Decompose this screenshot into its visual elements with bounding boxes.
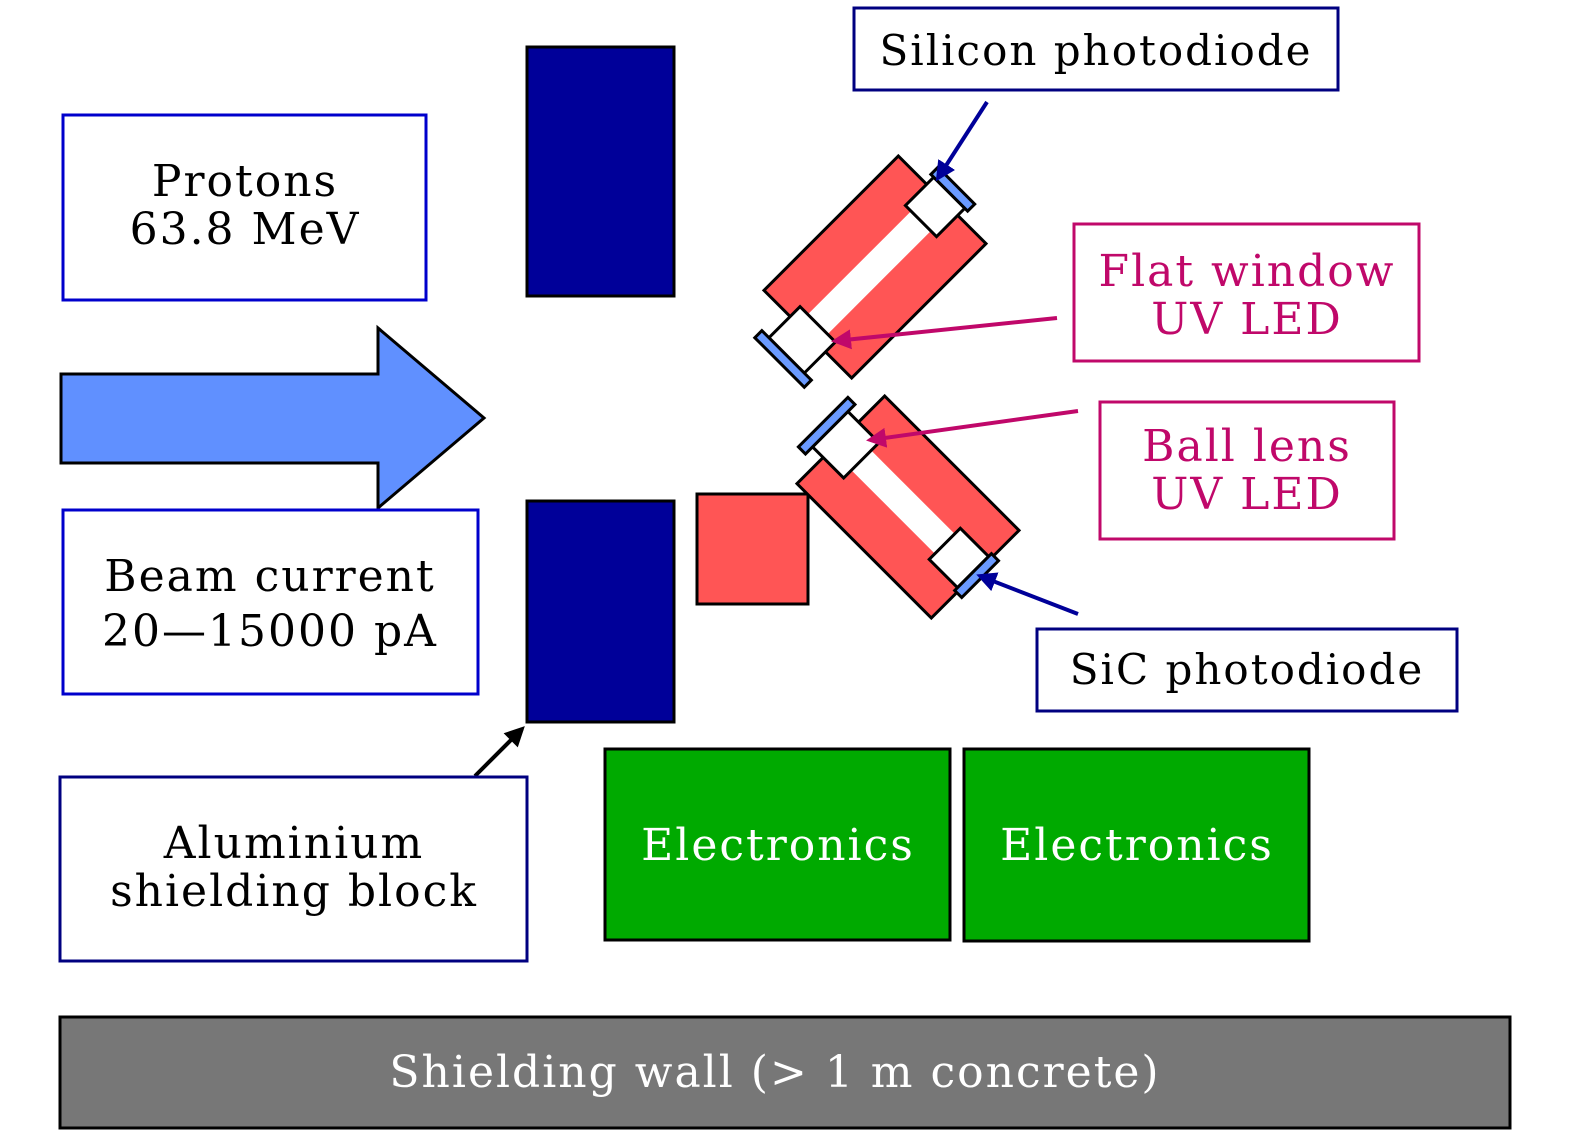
proton-beam-arrow <box>59 324 487 512</box>
protons-label-box: Protons 63.8 MeV <box>61 113 428 302</box>
ball-lens-led-label-line2: UV LED <box>1151 469 1342 520</box>
beam-current-value: 20—15000 pA <box>102 606 438 657</box>
ball-lens-led-label-box: Ball lens UV LED <box>1098 400 1396 541</box>
sic-photodiode-pointer-arrow <box>976 572 1079 616</box>
aluminium-label-line1: Aluminium <box>163 818 424 869</box>
beam-current-label-box: Beam current 20—15000 pA <box>61 508 480 696</box>
ball-lens-led-holder <box>794 393 1022 621</box>
red-sample-block <box>695 492 810 606</box>
flat-window-led-label-line1: Flat window <box>1099 246 1396 297</box>
electronics-left-label: Electronics <box>641 820 915 871</box>
protons-label-line1: Protons <box>152 156 338 207</box>
aluminium-label-box: Aluminium shielding block <box>58 775 529 963</box>
silicon-photodiode-label: Silicon photodiode <box>879 26 1312 75</box>
sic-photodiode-label-box: SiC photodiode <box>1035 627 1459 713</box>
ball-lens-led-base <box>796 395 858 457</box>
shielding-wall: Shielding wall (> 1 m concrete) <box>58 1015 1512 1130</box>
flat-window-led-label-box: Flat window UV LED <box>1072 222 1421 363</box>
shielding-block-upper <box>525 45 676 298</box>
electronics-right-label: Electronics <box>1000 820 1274 871</box>
electronics-box-left: Electronics <box>603 747 952 942</box>
ball-lens-led-pointer-arrow <box>866 409 1079 448</box>
electronics-box-right: Electronics <box>962 747 1311 943</box>
aluminium-pointer-arrow <box>473 726 525 778</box>
protons-energy-label: 63.8 MeV <box>130 204 361 255</box>
shielding-wall-label: Shielding wall (> 1 m concrete) <box>389 1047 1160 1098</box>
flat-window-led-base <box>752 328 814 390</box>
aluminium-label-line2: shielding block <box>110 866 478 917</box>
silicon-photodiode-label-box: Silicon photodiode <box>852 6 1340 92</box>
flat-window-led-holder <box>752 153 989 390</box>
ball-lens-led-label-line1: Ball lens <box>1142 421 1352 472</box>
sic-photodiode-label: SiC photodiode <box>1070 645 1424 694</box>
beam-current-label-line1: Beam current <box>104 551 435 602</box>
flat-window-led-pointer-arrow <box>831 316 1058 350</box>
shielding-block-lower <box>525 499 676 724</box>
silicon-photodiode-pointer-arrow <box>935 100 989 182</box>
flat-window-led-label-line2: UV LED <box>1151 294 1342 345</box>
